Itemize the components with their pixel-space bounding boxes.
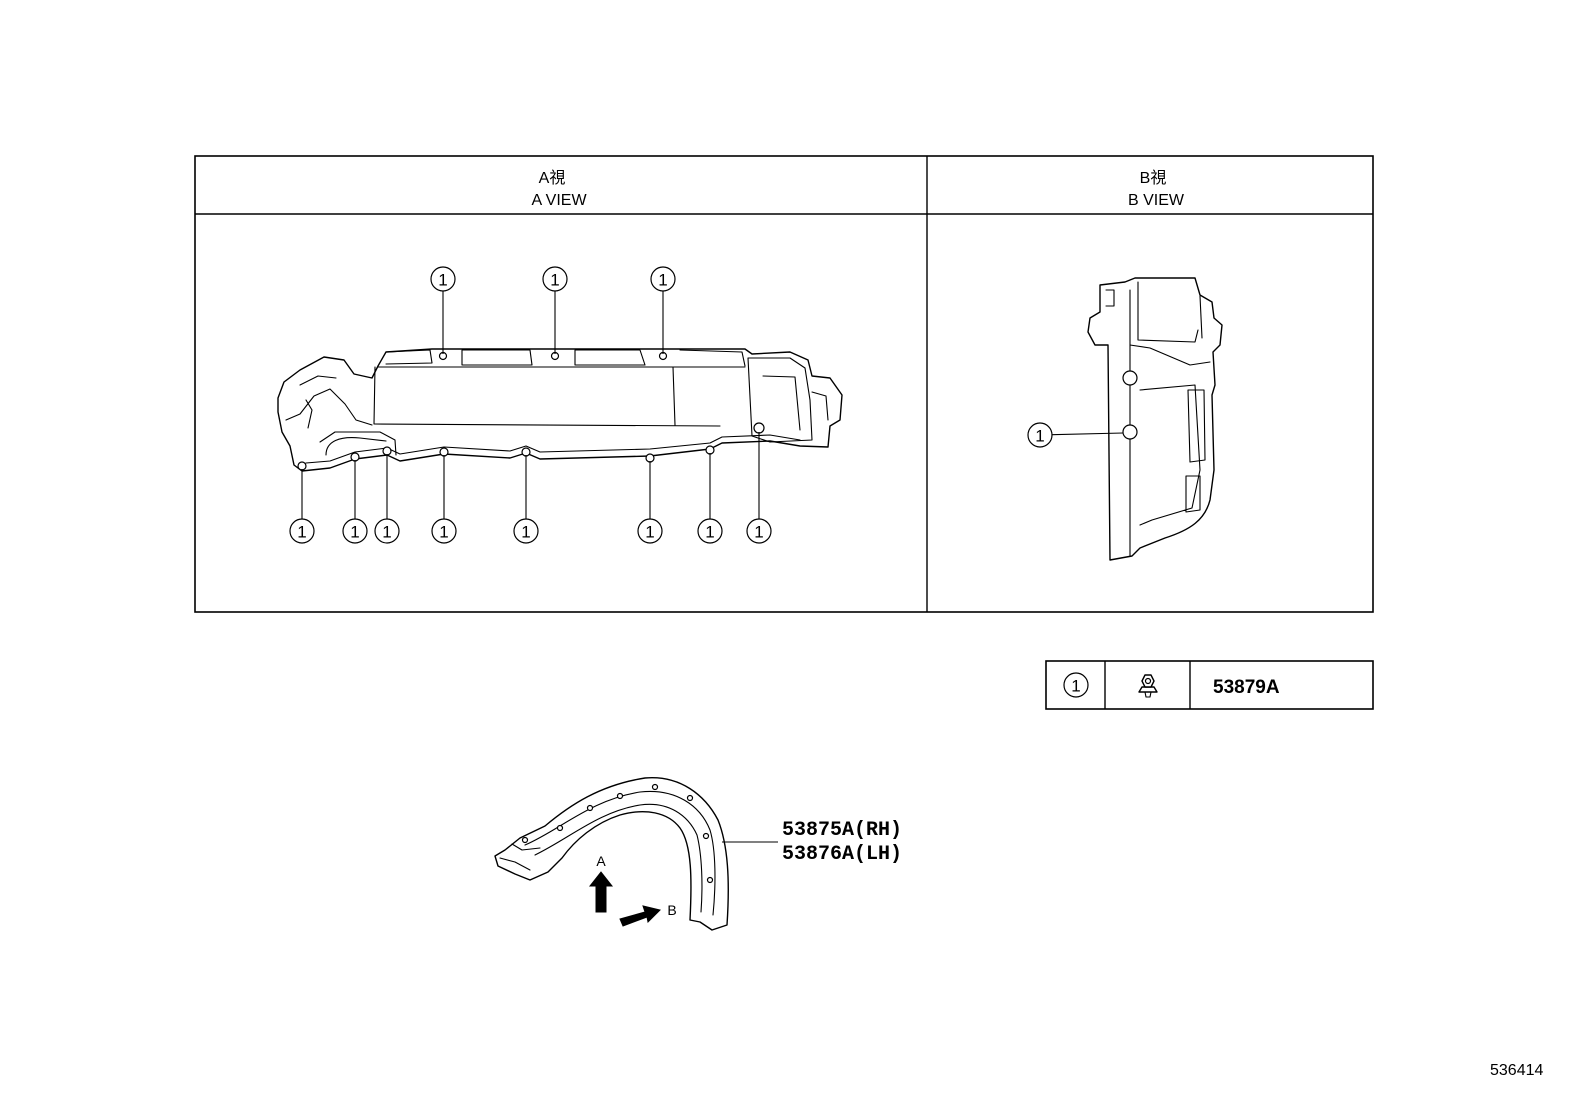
- callout-marker: 1: [1027, 422, 1124, 448]
- fender-liner-clip-holes: [521, 783, 714, 884]
- arrow-a-label: A: [596, 853, 606, 869]
- part-number-rh: 53875A(RH): [782, 819, 902, 842]
- clip-hole: [521, 447, 531, 457]
- b-view-liner-outline: [1087, 277, 1223, 561]
- callout-circle: [1063, 672, 1089, 698]
- arrow-right-icon: [619, 905, 661, 927]
- callout-circle: [1027, 422, 1053, 448]
- fender-liner-flange: [499, 843, 541, 871]
- callout-marker: 1: [746, 432, 772, 544]
- clip-hole: [1122, 424, 1138, 440]
- clip-hole: [1122, 370, 1138, 386]
- fender-liner-rib: [524, 790, 716, 916]
- view-b-arrow: B: [619, 902, 677, 927]
- diagram-id: 536414: [1490, 1062, 1543, 1079]
- view-a-arrow: A: [588, 853, 614, 913]
- fender-liner-drawing: 53875A(RH) 53876A(LH) A B: [494, 777, 902, 931]
- a-view-top-rib: [679, 349, 746, 367]
- clip-legend-table: 1 53879A: [1045, 660, 1374, 710]
- a-view-left-end-detail: [285, 375, 397, 456]
- view-table: A視 A VIEW B視 B VIEW: [194, 155, 1374, 613]
- arrow-up-icon: [588, 871, 614, 913]
- b-view-callouts: 1: [1027, 422, 1124, 448]
- callout-leader-line: [1051, 432, 1124, 436]
- legend-callout-marker: 1: [1063, 672, 1089, 698]
- callout-number: 1: [438, 271, 447, 290]
- a-view-clip-holes: [297, 351, 765, 471]
- callout-marker: 1: [430, 266, 456, 354]
- b-view-inner-panel: [1129, 344, 1211, 526]
- callout-circle: [431, 518, 457, 544]
- callout-circle: [342, 518, 368, 544]
- callout-number: 1: [1035, 427, 1044, 446]
- clip-hole: [350, 452, 360, 462]
- a-view-top-rib: [461, 349, 533, 366]
- callout-circle: [746, 518, 772, 544]
- clip-hole: [382, 446, 392, 456]
- callout-marker: 1: [342, 460, 368, 544]
- callout-marker: 1: [431, 455, 457, 544]
- a-view-title-jp: A視: [539, 169, 566, 187]
- clip-icon: [1138, 674, 1158, 698]
- legend-ref-number: 1: [1071, 677, 1080, 696]
- callout-number: 1: [550, 271, 559, 290]
- b-view-title-jp: B視: [1140, 169, 1167, 187]
- clip-hole: [439, 447, 449, 457]
- callout-circle: [697, 518, 723, 544]
- callout-number: 1: [350, 523, 359, 542]
- a-view-liner-outline: [277, 348, 843, 472]
- callout-marker: 1: [289, 469, 315, 544]
- a-view-right-end-loop: [747, 357, 829, 443]
- clip-hole: [645, 453, 655, 463]
- b-view-upper-box: [1105, 281, 1203, 343]
- a-view-main-panel: [373, 366, 746, 427]
- callout-number: 1: [645, 523, 654, 542]
- callout-marker: 1: [650, 266, 676, 354]
- callout-marker: 1: [637, 461, 663, 544]
- clip-hole: [297, 461, 307, 471]
- legend-frame: [1045, 660, 1374, 710]
- callout-circle: [513, 518, 539, 544]
- legend-part-number: 53879A: [1213, 677, 1280, 698]
- callout-number: 1: [382, 523, 391, 542]
- callout-number: 1: [658, 271, 667, 290]
- a-view-bottom-flange: [305, 434, 801, 464]
- callout-circle: [289, 518, 315, 544]
- clip-hole: [705, 445, 715, 455]
- callout-marker: 1: [697, 453, 723, 544]
- clip-hole: [753, 422, 765, 434]
- callout-number: 1: [705, 523, 714, 542]
- callout-marker: 1: [542, 266, 568, 354]
- callout-number: 1: [297, 523, 306, 542]
- a-view-top-rib: [574, 349, 646, 366]
- a-view-title-en: A VIEW: [531, 192, 587, 209]
- callout-circle: [430, 266, 456, 292]
- b-view-liner-drawing: [1087, 277, 1223, 561]
- callout-circle: [542, 266, 568, 292]
- callout-marker: 1: [374, 454, 400, 544]
- callout-circle: [650, 266, 676, 292]
- callout-number: 1: [439, 523, 448, 542]
- view-table-frame: [194, 155, 1374, 613]
- part-number-lh: 53876A(LH): [782, 843, 902, 866]
- callout-number: 1: [754, 523, 763, 542]
- a-view-top-rib: [385, 349, 433, 365]
- b-view-title-en: B VIEW: [1128, 192, 1185, 209]
- fender-liner-outline: [494, 777, 729, 931]
- callout-marker: 1: [513, 455, 539, 544]
- a-view-liner-drawing: [277, 348, 843, 472]
- fender-liner-rib: [534, 803, 703, 913]
- arrow-b-label: B: [667, 902, 676, 918]
- callout-number: 1: [521, 523, 530, 542]
- callout-circle: [637, 518, 663, 544]
- a-view-callouts: 1 1 1 1 1 1 1 1 1 1 1: [289, 266, 772, 544]
- callout-circle: [374, 518, 400, 544]
